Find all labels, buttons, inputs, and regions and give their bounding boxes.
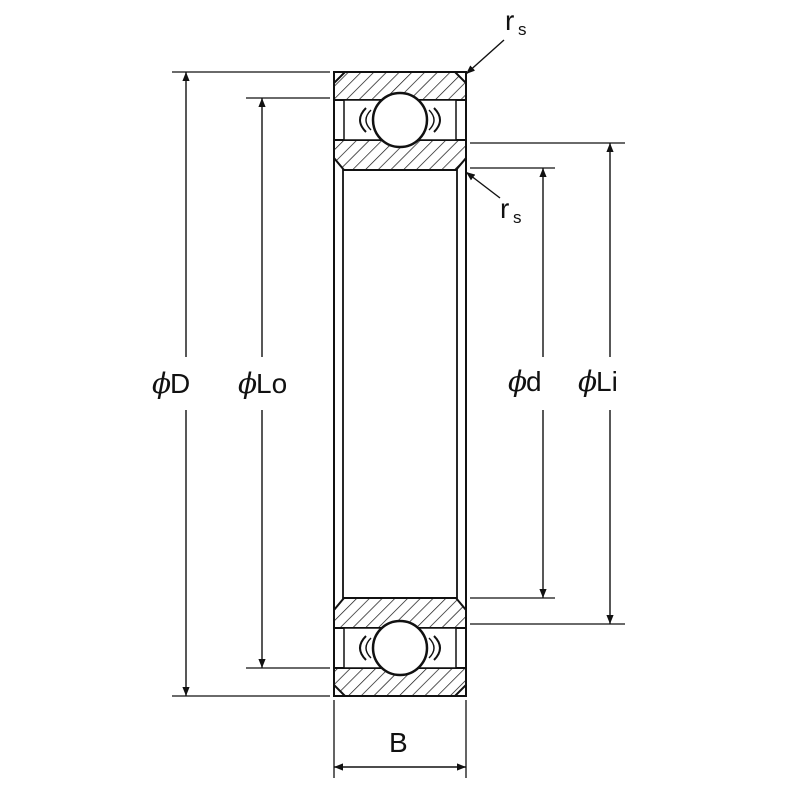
svg-text:Lo: Lo [256,368,287,399]
svg-text:ϕ: ϕ [508,365,527,398]
bearing-body [333,71,467,697]
svg-text:B: B [389,727,408,758]
svg-text:ϕ: ϕ [238,367,257,400]
svg-text:s: s [518,20,527,39]
label-rs-top: r s [505,5,527,39]
label-d: ϕ d [508,365,542,398]
label-B: B [389,727,408,758]
svg-text:r: r [500,193,509,224]
dimension-lines [182,39,614,771]
label-rs-mid: r s [500,193,522,227]
svg-text:d: d [526,366,542,397]
svg-text:ϕ: ϕ [152,367,171,400]
ball-bottom [371,619,429,677]
svg-text:r: r [505,5,514,36]
leader-rs-mid [465,171,501,199]
label-D: ϕ D [152,367,190,400]
svg-text:D: D [170,368,190,399]
svg-text:Li: Li [596,366,618,397]
ball-top [371,91,429,149]
svg-text:s: s [513,208,522,227]
label-Lo: ϕ Lo [238,367,287,400]
leader-rs-top [465,39,505,75]
label-Li: ϕ Li [578,365,618,398]
svg-text:ϕ: ϕ [578,365,597,398]
